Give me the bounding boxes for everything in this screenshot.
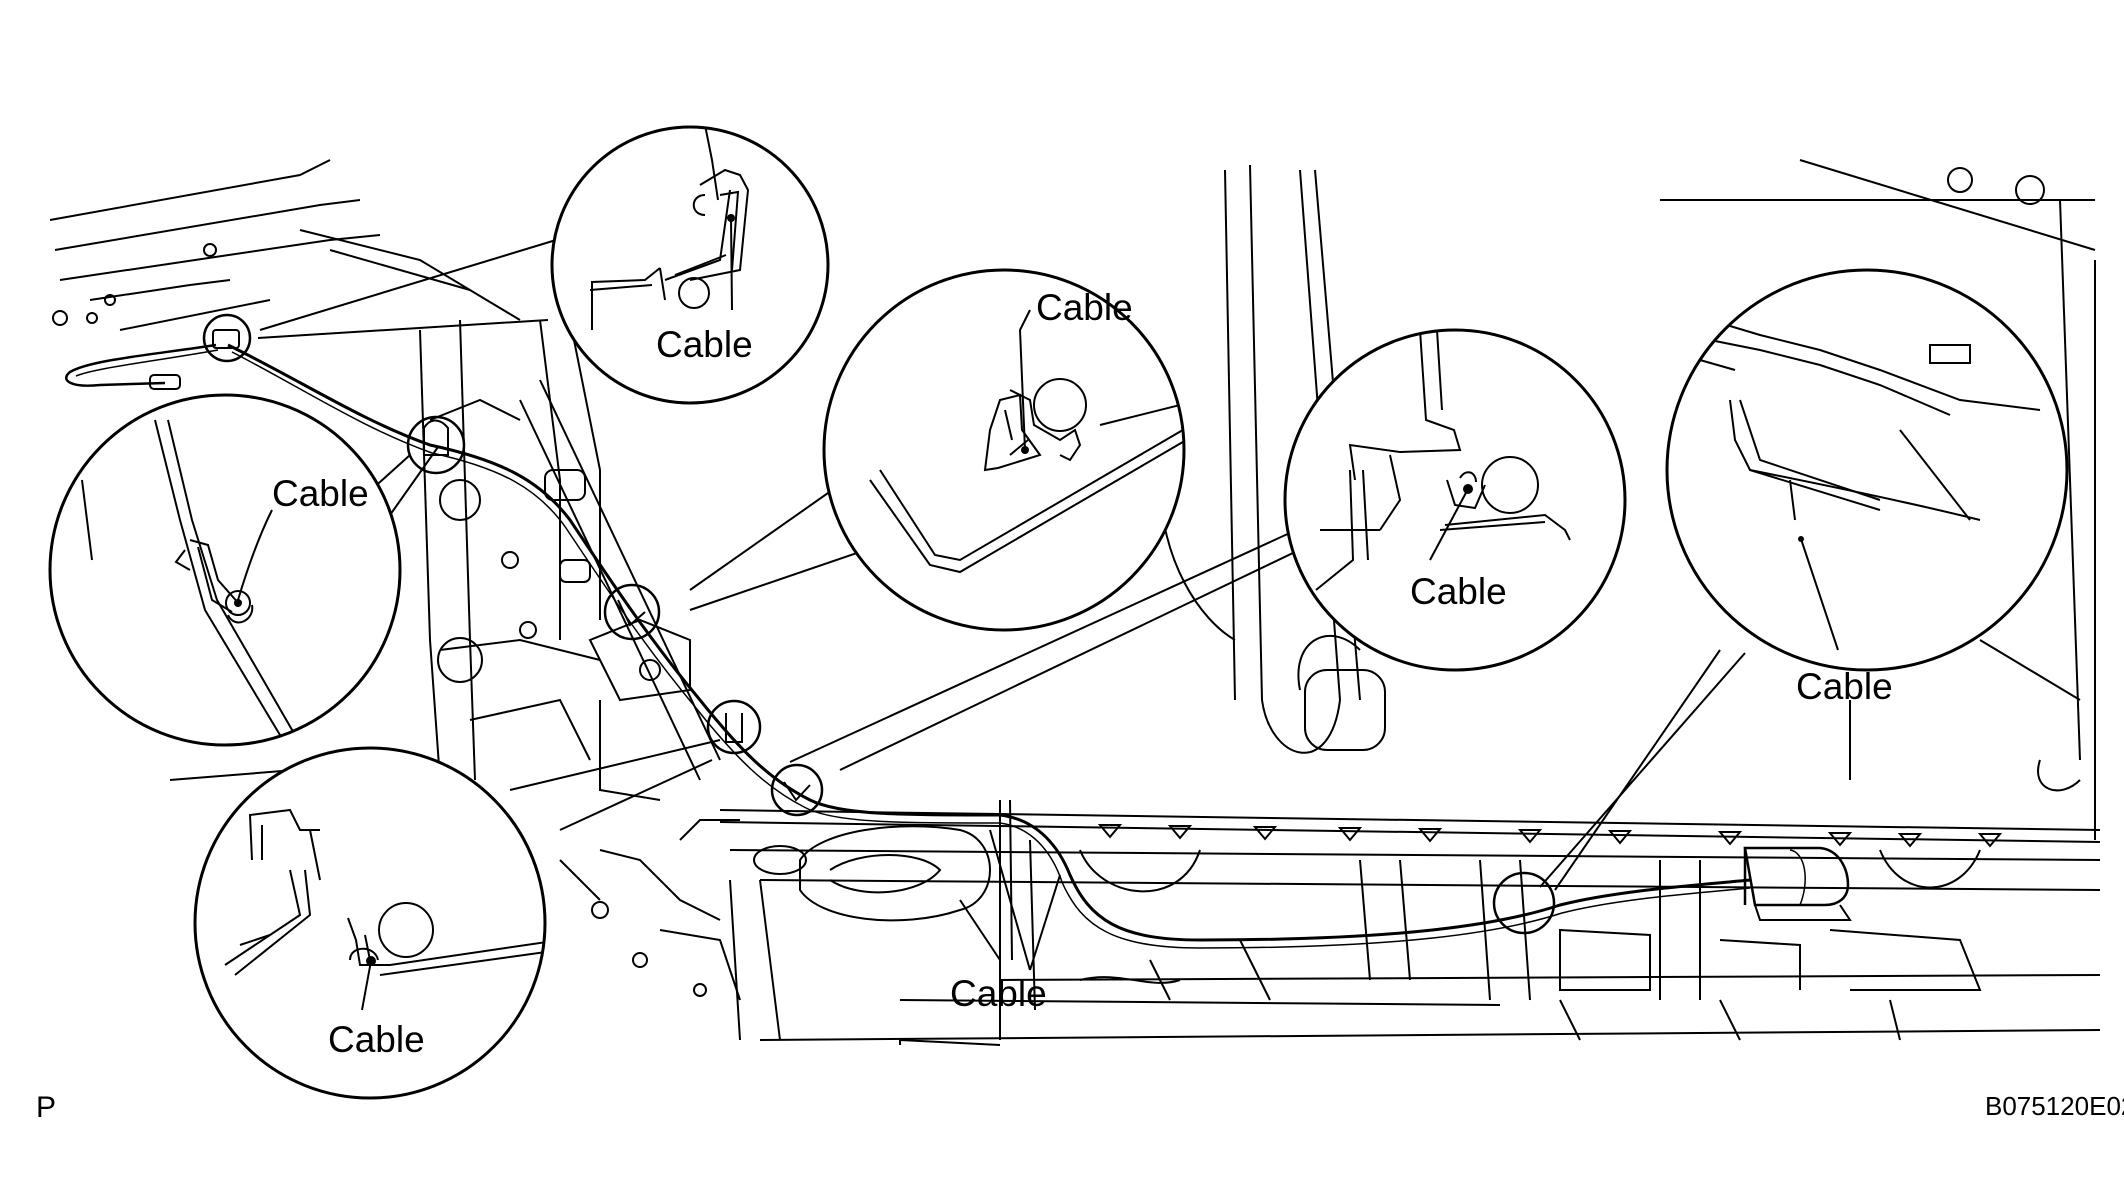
detail-circle-1: Cable xyxy=(550,125,830,405)
label-main-cable: Cable xyxy=(950,973,1047,1014)
clip-marker-1 xyxy=(202,313,252,363)
clip-marker-2 xyxy=(406,415,466,475)
label-cable-5: Cable xyxy=(1796,666,1893,707)
detail-circle-3: Cable xyxy=(822,268,1186,632)
detail-circle-6: Cable xyxy=(193,746,547,1100)
label-cable-2: Cable xyxy=(272,473,369,514)
clip-marker-3 xyxy=(603,583,661,641)
main-cable xyxy=(65,313,1852,971)
detail-circle-5: Cable xyxy=(1665,268,2069,707)
corner-letter: P xyxy=(36,1091,56,1124)
cable-end-connector xyxy=(149,374,181,390)
label-cable-3: Cable xyxy=(1036,287,1133,328)
figure-code: B075120E02 xyxy=(1985,1091,2124,1121)
cable-end-housing xyxy=(1743,846,1850,907)
detail-circle-4: Cable xyxy=(1283,328,1627,672)
clip-marker-4 xyxy=(706,699,762,755)
label-cable-4: Cable xyxy=(1410,571,1507,612)
label-cable-1: Cable xyxy=(656,324,753,365)
detail-circle-2: Cable xyxy=(48,393,402,747)
label-cable-6: Cable xyxy=(328,1019,425,1060)
clip-marker-6 xyxy=(1492,871,1556,935)
clip-marker-5 xyxy=(770,763,824,817)
